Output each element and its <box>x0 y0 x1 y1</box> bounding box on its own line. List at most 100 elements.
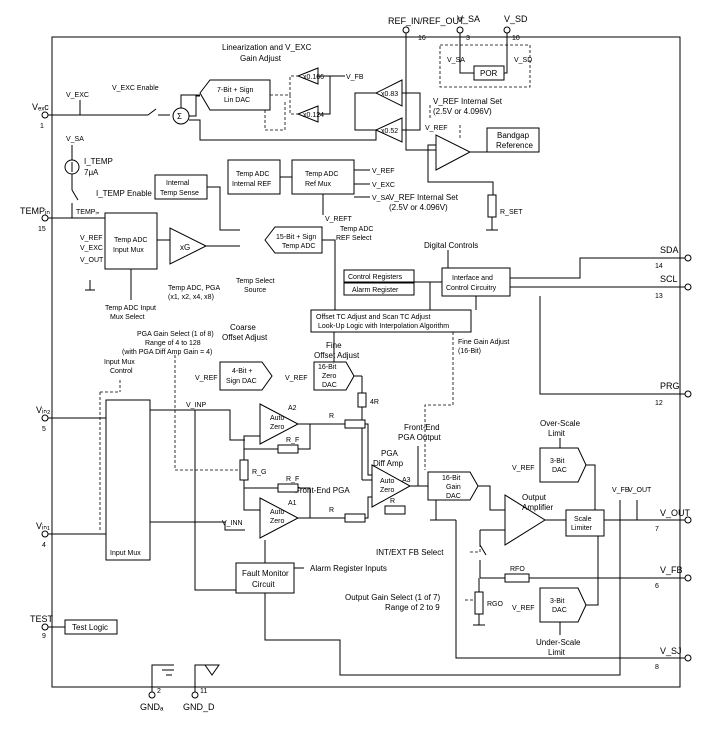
vref-node-label: V_REF <box>425 125 448 132</box>
fb-sel-dash <box>470 540 481 553</box>
rset-resistor <box>487 194 497 218</box>
ref-buffer-amp <box>435 134 472 171</box>
bandgap-line1: Bandgap <box>497 131 530 140</box>
control-registers-block <box>343 269 415 283</box>
r-a3-label: R <box>390 498 395 505</box>
adc-input-mux-block <box>104 212 158 270</box>
pin-ref-num: 16 <box>418 35 426 42</box>
pga-sel1: Temp ADC, PGA <box>168 285 220 292</box>
sl2: Limiter <box>571 525 593 532</box>
dac3t-wire <box>559 438 596 510</box>
a3-auto: Auto <box>380 478 395 485</box>
internal-temp-line1: Internal <box>166 180 190 187</box>
vref-int-label2: (2.5V or 4.096V) <box>433 107 492 116</box>
x0124-label: x0.124 <box>303 112 324 119</box>
dac3t1: 3-Bit <box>550 458 564 465</box>
a2-zero: Zero <box>270 424 285 431</box>
alarm-register-block <box>343 282 415 296</box>
sl1: Scale <box>574 516 592 523</box>
vexc-enable-label: V_EXC Enable <box>112 85 159 92</box>
lin-gain-label1: Linearization and V_EXC <box>222 43 312 52</box>
adc-mux-sel2: Mux Select <box>110 314 145 321</box>
vexc-wire <box>48 100 170 116</box>
tempin-node-label: TEMPᵢₙ <box>76 209 100 216</box>
fine-gain1: Fine Gain Adjust <box>458 339 509 346</box>
pin-test-num: 9 <box>42 633 46 640</box>
amp-a1 <box>259 497 300 539</box>
por-vsa: V_SA <box>447 57 465 64</box>
adc-input-mux-line2: Input Mux <box>113 247 144 254</box>
itemp-switch <box>71 189 79 218</box>
por-vsd: V_SD <box>514 57 532 64</box>
a3-label: A3 <box>402 477 411 484</box>
vexc-switch <box>147 108 157 116</box>
itemp-enable-label: I_TEMP Enable <box>96 189 152 198</box>
out-wires <box>545 500 685 579</box>
pin-scl-num: 13 <box>655 293 663 300</box>
rg-resistor <box>239 459 249 481</box>
pga-gain1: PGA Gain Select (1 of 8) <box>137 331 214 338</box>
coarse2: Offset Adjust <box>222 333 268 342</box>
tsel2: Source <box>244 287 266 294</box>
r-bot <box>344 513 366 523</box>
pin-prg-num: 12 <box>655 400 663 407</box>
vsj-wire <box>440 519 685 659</box>
rset-label: R_SET <box>500 209 523 216</box>
adcmux-vref: V_REF <box>80 235 103 242</box>
gndd-symbol <box>194 664 220 692</box>
lin-gain-label2: Gain Adjust <box>240 54 282 63</box>
input-mux-block <box>105 399 151 561</box>
r-top <box>344 419 366 429</box>
pin-vsd: V_SD 10 <box>503 14 528 42</box>
temp-pga-out <box>206 186 240 247</box>
pin-gndd: GND_D 11 <box>183 688 215 712</box>
r-top-label: R <box>329 413 334 420</box>
temp-adc-ref-line1: Temp ADC <box>236 171 269 178</box>
feout2: PGA Output <box>398 433 441 442</box>
imc1: Input Mux <box>104 359 135 366</box>
sigma-icon: Σ <box>177 112 182 121</box>
ref-scale-wire <box>189 92 377 141</box>
por-label: POR <box>480 69 498 78</box>
fe-pga-label: Front-End PGA <box>295 486 350 495</box>
rfo-label: RFO <box>510 566 525 573</box>
pin-vin2-num: 5 <box>42 426 46 433</box>
pin-gndd-label: GND_D <box>183 702 215 712</box>
output-amp <box>504 494 546 546</box>
dac3b-vref: V_REF <box>512 605 535 612</box>
lin-dac-line1: 7-Bit + Sign <box>217 87 253 94</box>
por-wire <box>459 33 508 74</box>
a1-auto: Auto <box>270 509 285 516</box>
rgo-wire <box>473 578 485 626</box>
x083-label: x0.83 <box>381 91 398 98</box>
pin-vexc-num: 1 <box>40 123 44 130</box>
temp-pga-label: xG <box>180 243 190 252</box>
outamp2: Amplifier <box>522 503 553 512</box>
pin-tempin: TEMPᵢₙ 15 <box>20 206 50 233</box>
pin-sda-num: 14 <box>655 263 663 270</box>
fb-wire <box>318 75 345 115</box>
pin-ref-label: REF_IN/REF_OUT <box>388 16 465 26</box>
a3-wires <box>362 423 430 519</box>
pin-vsd-label: V_SD <box>504 14 528 24</box>
pin-gndd-num: 11 <box>200 688 207 695</box>
lin-gain-dash <box>264 75 298 131</box>
vref-int2-label1: V_REF Internal Set <box>389 193 459 202</box>
rf-bot-label: R_F <box>286 476 299 483</box>
pga-gain-dash <box>174 355 240 471</box>
imc2: Control <box>110 368 133 375</box>
out-vout: V_OUT <box>628 487 652 494</box>
zero-dac-wire <box>333 332 363 480</box>
pga-gain2: Range of 4 to 128 <box>145 340 201 347</box>
fault-wires <box>194 410 621 676</box>
lin-dac-line2: Lin DAC <box>224 97 250 104</box>
a1-zero: Zero <box>270 518 285 525</box>
zero-dac3: DAC <box>322 382 337 389</box>
vref-int-label1: V_REF Internal Set <box>433 97 503 106</box>
internal-temp-block <box>154 174 208 200</box>
rf-top-label: R_F <box>286 437 299 444</box>
over2: Limit <box>548 429 566 438</box>
dac3t2: DAC <box>552 467 567 474</box>
adc-ref-sel2: REF Select <box>336 235 371 242</box>
